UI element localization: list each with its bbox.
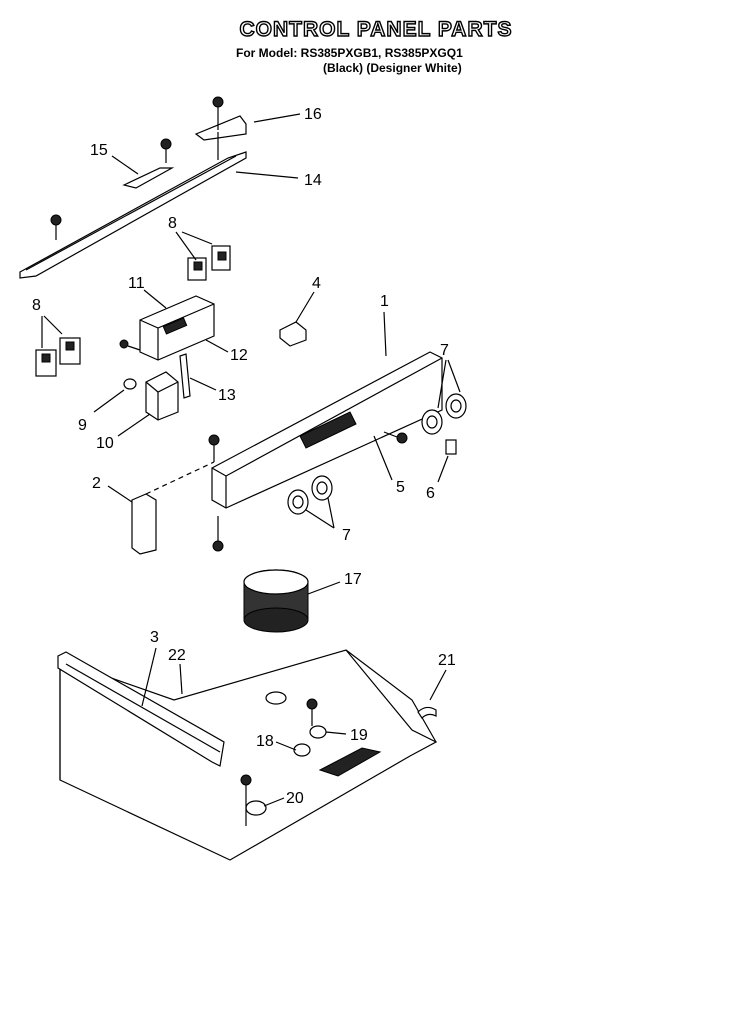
callout-12: 12 bbox=[230, 347, 248, 364]
callout-1: 1 bbox=[380, 293, 389, 310]
callout-21: 21 bbox=[438, 652, 456, 669]
screw-icon bbox=[208, 434, 220, 462]
callout-7-front: 7 bbox=[342, 527, 351, 544]
callout-15: 15 bbox=[90, 142, 108, 159]
callout-14: 14 bbox=[304, 172, 322, 189]
callout-8-left: 8 bbox=[32, 297, 41, 314]
part-8-clips-upper bbox=[187, 245, 231, 281]
part-16-bracket bbox=[194, 96, 247, 160]
part-8-clips-left bbox=[35, 337, 81, 377]
callout-4: 4 bbox=[312, 275, 321, 292]
page-title: CONTROL PANEL PARTS bbox=[239, 17, 513, 41]
callout-7-right: 7 bbox=[440, 342, 449, 359]
part-18-element bbox=[293, 743, 311, 757]
screw-icon bbox=[383, 431, 408, 444]
part-21-clip bbox=[417, 706, 437, 719]
part-11-control-board bbox=[139, 295, 215, 361]
callout-13: 13 bbox=[218, 387, 236, 404]
callout-2: 2 bbox=[92, 475, 101, 492]
part-7-knobs-right bbox=[421, 393, 467, 435]
callout-22: 22 bbox=[168, 647, 186, 664]
callout-3: 3 bbox=[150, 629, 159, 646]
callout-18: 18 bbox=[256, 733, 274, 750]
part-10-bracket bbox=[145, 371, 179, 421]
part-17-mesh-filter bbox=[243, 569, 309, 633]
callout-10: 10 bbox=[96, 435, 114, 452]
screw-icon bbox=[212, 516, 224, 552]
callout-11: 11 bbox=[128, 275, 145, 292]
part-6-clip bbox=[445, 439, 457, 455]
callout-19: 19 bbox=[350, 727, 368, 744]
screw-icon bbox=[119, 339, 141, 351]
callout-20: 20 bbox=[286, 790, 304, 807]
part-7-knobs-front bbox=[287, 475, 333, 515]
callout-17: 17 bbox=[344, 571, 362, 588]
part-9-washer bbox=[123, 378, 137, 390]
part-4-sensor bbox=[279, 321, 307, 347]
part-3-front-rail bbox=[57, 651, 225, 767]
callout-8-upper: 8 bbox=[168, 215, 177, 232]
part-20-element bbox=[240, 774, 267, 826]
callout-6: 6 bbox=[426, 485, 435, 502]
variant-line: (Black) (Designer White) bbox=[323, 61, 462, 75]
callout-5: 5 bbox=[396, 479, 405, 496]
part-1-control-panel bbox=[211, 351, 443, 509]
part-15-bracket bbox=[122, 138, 175, 189]
callout-16: 16 bbox=[304, 106, 322, 123]
part-14-rail bbox=[19, 151, 247, 279]
callout-9: 9 bbox=[78, 417, 87, 434]
screw-icon bbox=[50, 214, 62, 240]
leader-lines bbox=[41, 113, 461, 807]
part-13-strip bbox=[179, 353, 191, 399]
model-line: For Model: RS385PXGB1, RS385PXGQ1 bbox=[236, 46, 463, 60]
part-2-side-bracket bbox=[131, 461, 215, 555]
